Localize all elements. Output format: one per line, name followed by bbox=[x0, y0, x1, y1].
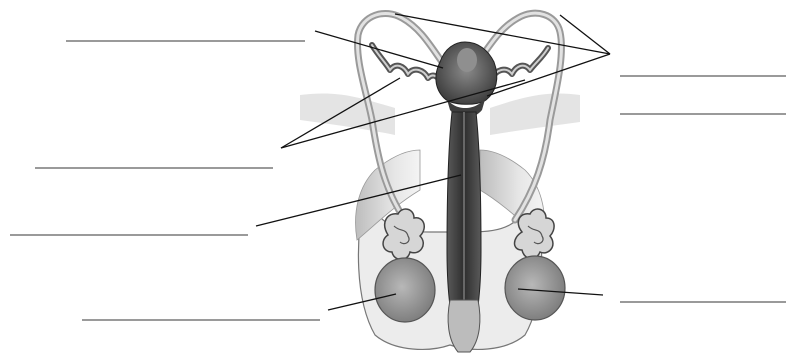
leader-line-vas-right bbox=[560, 15, 610, 54]
body-shading-right bbox=[490, 93, 580, 135]
glans bbox=[448, 300, 480, 352]
left-epididymis bbox=[383, 209, 424, 259]
right-testis bbox=[505, 256, 565, 320]
bladder-highlight bbox=[457, 48, 477, 72]
leader-line-vas-left bbox=[395, 14, 610, 54]
left-testis bbox=[375, 258, 435, 322]
leader-line-prostate bbox=[487, 54, 610, 96]
